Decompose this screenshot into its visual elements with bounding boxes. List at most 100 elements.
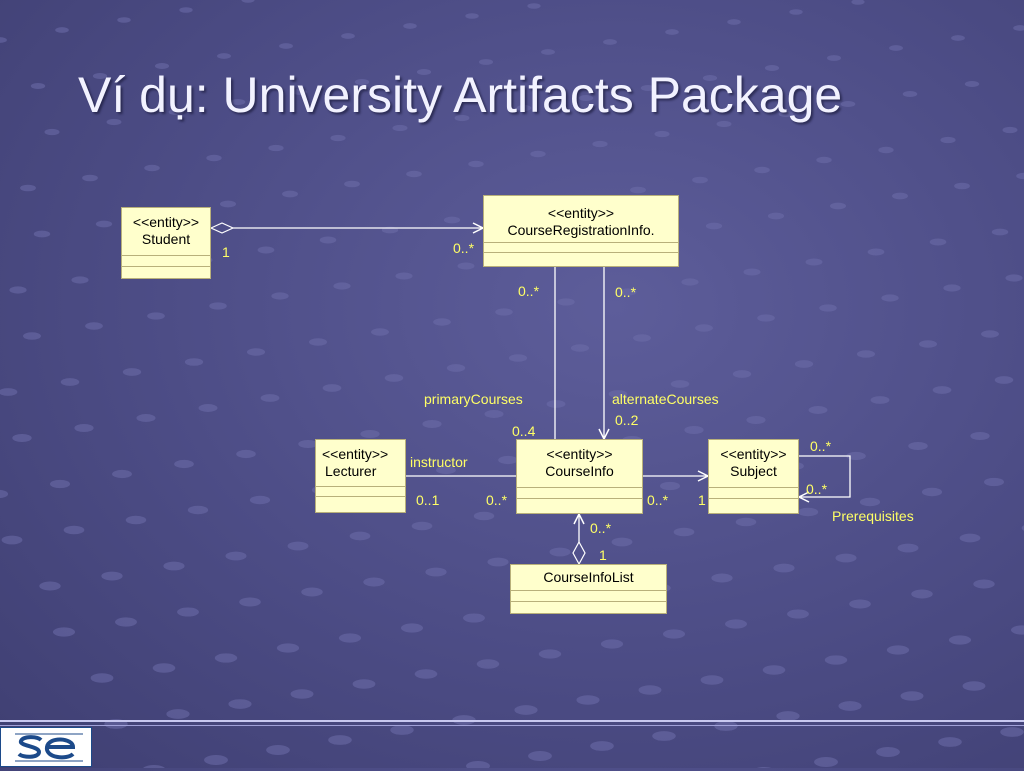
- background-dot: [557, 298, 575, 306]
- courseinfo-name: CourseInfo: [545, 463, 614, 479]
- background-dot: [122, 368, 142, 376]
- alternate-courses-role: alternateCourses: [612, 391, 719, 407]
- background-dot: [964, 81, 980, 87]
- background-dot: [984, 477, 1004, 487]
- background-dot: [463, 613, 485, 623]
- background-dot: [714, 721, 738, 731]
- background-dot: [856, 350, 876, 358]
- background-dot: [754, 166, 770, 174]
- background-dot: [384, 374, 404, 382]
- background-dot: [1, 535, 23, 545]
- operation-compartment: [511, 601, 666, 602]
- subject-stereotype: <<entity>>: [720, 446, 787, 462]
- background-dot: [230, 98, 246, 106]
- background-dot: [654, 130, 670, 138]
- background-dot: [0, 388, 18, 396]
- background-dot: [478, 59, 494, 65]
- background-dot: [179, 7, 193, 13]
- class-lecturer[interactable]: <<entity>> Lecturer: [315, 439, 406, 513]
- background-dot: [962, 681, 986, 691]
- background-dot: [371, 328, 389, 336]
- background-dot: [1010, 625, 1024, 635]
- background-dot: [163, 561, 185, 571]
- background-dot: [9, 286, 27, 294]
- background-dot: [112, 469, 132, 479]
- prerequisites-top-multiplicity: 0..*: [810, 438, 832, 454]
- background-dot: [333, 282, 351, 290]
- background-dot: [260, 394, 280, 402]
- background-dot: [981, 330, 999, 338]
- background-dot: [44, 128, 60, 136]
- class-course-info-list[interactable]: CourseInfoList: [510, 564, 667, 614]
- student-stereotype: <<entity>>: [132, 214, 200, 230]
- background-dot: [166, 709, 190, 719]
- background-dot: [638, 685, 662, 695]
- background-dot: [12, 433, 32, 443]
- background-dot: [239, 597, 261, 607]
- background-dot: [92, 73, 108, 79]
- background-dot: [330, 134, 346, 142]
- background-dot: [266, 745, 290, 755]
- class-course-registration-info[interactable]: <<entity>> CourseRegistrationInfo.: [483, 195, 679, 267]
- background-dot: [71, 276, 89, 284]
- instructor-role: instructor: [410, 454, 468, 470]
- background-dot: [938, 737, 962, 747]
- primary-courses-role: primaryCourses: [424, 391, 523, 407]
- lecturer-multiplicity: 0..1: [416, 492, 440, 508]
- background-dot: [932, 386, 952, 394]
- background-dot: [271, 292, 289, 300]
- background-dot: [921, 487, 943, 497]
- background-dot: [249, 495, 271, 505]
- background-dot: [897, 543, 919, 553]
- prerequisites-bottom-multiplicity: 0..*: [806, 481, 828, 497]
- background-dot: [292, 88, 308, 96]
- prerequisites-link: [798, 455, 851, 497]
- background-dot: [446, 364, 466, 372]
- background-dot: [52, 627, 76, 637]
- background-dot: [136, 414, 156, 422]
- background-dot: [287, 541, 309, 551]
- class-course-info[interactable]: <<entity>> CourseInfo: [516, 439, 643, 514]
- attribute-compartment: [709, 487, 798, 488]
- background-dot: [727, 19, 741, 25]
- footer-rule-thin: [0, 725, 1024, 726]
- background-dot: [406, 170, 422, 178]
- background-dot: [764, 65, 780, 71]
- background-dot: [225, 551, 247, 561]
- background-dot: [959, 533, 981, 543]
- background-dot: [881, 294, 899, 302]
- background-dot: [716, 120, 732, 128]
- background-dot: [665, 29, 679, 35]
- background-dot: [228, 699, 252, 709]
- background-dot: [878, 146, 894, 154]
- background-dot: [929, 238, 947, 246]
- background-dot: [147, 312, 165, 320]
- background-dot: [528, 751, 552, 761]
- background-dot: [746, 416, 766, 424]
- class-student[interactable]: <<entity>> Student: [121, 207, 211, 279]
- background-dot: [360, 429, 380, 439]
- background-dot: [352, 679, 376, 689]
- slide-title: Ví dụ: University Artifacts Package: [78, 67, 843, 123]
- background-dot: [484, 410, 504, 418]
- background-dot: [177, 607, 199, 617]
- background-dot: [457, 262, 475, 270]
- background-dot: [889, 45, 903, 51]
- background-dot: [414, 669, 438, 679]
- background-dot: [390, 725, 414, 735]
- background-dot: [204, 755, 228, 765]
- background-dot: [349, 531, 371, 541]
- background-dot: [279, 43, 293, 49]
- background-dot: [711, 573, 733, 583]
- background-dot: [787, 609, 809, 619]
- background-dot: [443, 216, 461, 224]
- background-dot: [757, 314, 775, 322]
- class-subject[interactable]: <<entity>> Subject: [708, 439, 799, 514]
- background-dot: [918, 340, 938, 348]
- background-dot: [940, 136, 956, 144]
- background-dot: [1021, 525, 1024, 531]
- background-dot: [630, 186, 646, 194]
- background-dot: [970, 431, 990, 441]
- background-dot: [236, 449, 256, 459]
- background-dot: [433, 318, 451, 326]
